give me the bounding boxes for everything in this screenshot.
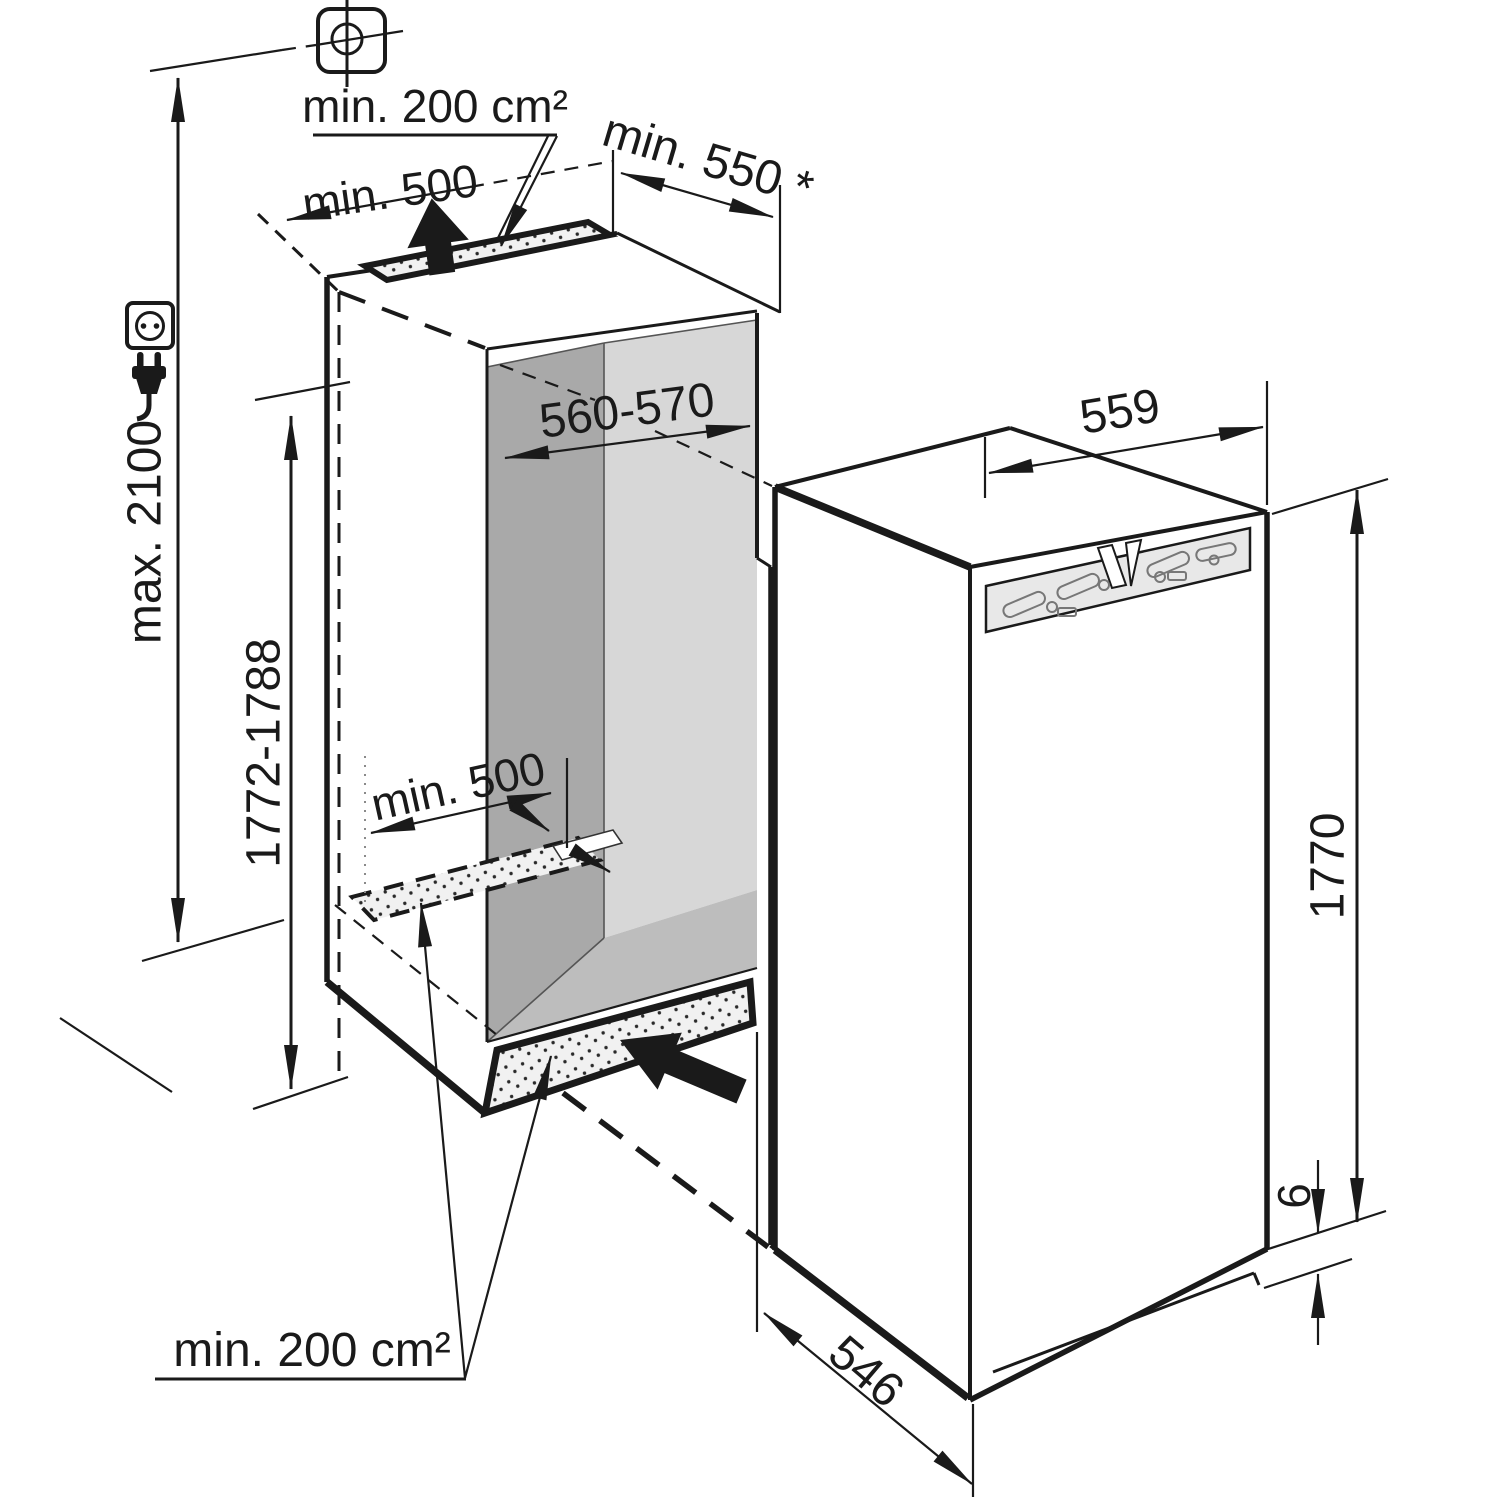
dim-wall-clearance-top-label: min. 500 [299,154,481,230]
leader-line-2 [496,135,549,241]
dim-appliance-width: 559 [983,379,1269,505]
ceiling-line-right [315,29,404,47]
appliance-door-face [970,512,1267,1400]
mounting-bracket-notch-2 [1124,538,1143,587]
dim-line [286,185,471,222]
leader-line-1 [418,902,467,1379]
socket-circle [135,311,165,341]
ceiling-junction-left [486,342,605,368]
appliance-left-face [775,487,970,1400]
mounting-bracket-notch [1096,543,1128,590]
appliance-door-top-edge [969,510,1268,569]
plug-body [136,378,162,394]
dim-line [988,425,1264,475]
appliance-plinth-line [992,1271,1255,1374]
hidden-wall-edge [256,212,341,294]
niche-right-edge-step [756,556,772,569]
bracket-hole-4 [1208,554,1220,566]
plug-prong-right [154,352,161,369]
dim-line [620,171,774,219]
appliance-top-left-edge [773,483,972,571]
floor-front-edge [486,966,758,1044]
dim-niche-height-label: 1772-1788 [238,638,291,868]
mounting-bracket [984,526,1252,634]
plug-cord [136,393,152,422]
bracket-clip-2 [1167,571,1187,581]
socket-pin-left [140,323,147,329]
bracket-hole-3 [1154,571,1166,583]
dim-vent-top-label: min. 200 cm² [302,80,568,132]
top-vent-strip [357,218,619,284]
ceiling-line-dashed [281,43,317,52]
dim-base-gap: 6 [1263,1160,1353,1345]
bracket-slot-2 [1056,572,1100,601]
registration-mark-frame [316,7,387,74]
dim-vent-top: min. 200 cm² [302,80,568,247]
dim-ceiling-max-label: max. 2100 [119,420,172,644]
niche-back-wall [604,320,757,938]
hidden-link-to-appliance-bottom [561,1090,770,1250]
dim-line [763,1312,973,1485]
niche-opening-top-edge [486,309,758,351]
dimensions: max. 2100 1772-1788 min. 200 cm² min. 50… [119,77,1389,1497]
floor-corner-line [59,1017,173,1093]
dim-line-dashed [469,159,614,189]
niche-top-right-edge [616,231,781,314]
plug-cap [132,366,166,379]
bracket-clip-1 [1057,607,1077,617]
ceiling-line [149,48,283,73]
ext-line-top [254,380,351,402]
airflow-up-arrow [407,198,469,276]
appliance [772,426,1270,1403]
dim-ceiling-max: max. 2100 [119,77,285,963]
ext-line-top [1271,477,1389,516]
vent-pointer-2 [568,843,611,873]
hidden-floor-edge [334,904,498,1036]
airflow-bottom-arrow [620,1032,747,1104]
vent-pointer-1 [509,799,550,832]
bottom-vent-strip [480,977,757,1119]
hidden-ceiling-edge [338,290,486,350]
ext-line-bottom [1261,1209,1387,1253]
appliance-top-back-left-edge [774,426,1011,489]
socket-pin-right [153,323,160,329]
room-reference-lines [59,29,404,1093]
bracket-slot-3 [1146,550,1190,579]
bracket-slot-1 [1002,590,1046,619]
dim-vent-bottom-label: min. 200 cm² [173,1324,450,1377]
ext-line-bottom [1263,1257,1353,1290]
bracket-hole-2 [1098,579,1110,591]
dim-niche-height: 1772-1788 [238,380,351,1111]
ext-line-bottom [252,1075,349,1111]
floor-junction-left [486,937,605,1043]
dim-wall-clearance-top: min. 500 [286,154,614,230]
appliance-top-face [775,428,1267,567]
dim-appliance-width-label: 559 [1076,379,1164,444]
bracket-hole-1 [1046,601,1058,613]
dim-line [504,424,751,460]
appliance-plinth-step [1252,1272,1261,1286]
socket-frame [125,301,175,350]
dim-appliance-height-label: 1770 [1302,813,1355,920]
plug-prong-left [137,352,144,369]
registration-mark-icon [316,0,387,87]
dim-appliance-height: 1770 [1261,477,1389,1253]
niche-bottom-left-edge [324,979,488,1116]
hidden-link-to-appliance-top [654,430,773,487]
dim-vent-bottom: min. 200 cm² [155,902,553,1381]
dim-niche-depth: min. 550 * [597,104,819,313]
hidden-interior-edge [499,363,596,402]
power-socket-icon [125,301,175,350]
ceiling-junction-back [603,319,758,344]
ext-line [141,918,285,963]
dim-base-gap-label: 6 [1268,1183,1320,1209]
niche-floor [487,890,757,1042]
leader-line [500,135,558,247]
power-plug-icon [132,352,166,422]
leader-line-2 [463,1055,553,1379]
